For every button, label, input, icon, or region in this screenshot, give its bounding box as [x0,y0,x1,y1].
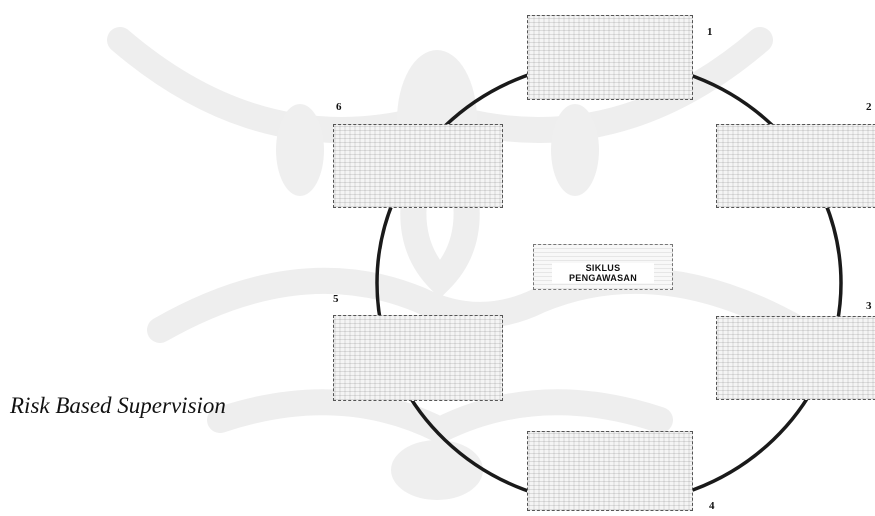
caption: Risk Based Supervision [10,393,226,419]
stage-number-2: 2 [866,101,872,113]
stage-number-5: 5 [333,293,339,305]
stage-box-4 [527,431,693,511]
stage-number-6: 6 [336,101,342,113]
stage-box-1 [527,15,693,100]
stage-box-6 [333,124,503,208]
center-box: SIKLUS PENGAWASAN [533,244,673,290]
stage-box-2 [716,124,875,208]
stage-number-3: 3 [866,300,872,312]
stage-number-4: 4 [709,500,715,512]
stage-number-1: 1 [707,26,713,38]
stage-box-5 [333,315,503,401]
center-label: SIKLUS PENGAWASAN [552,263,654,283]
stage-box-3 [716,316,875,400]
